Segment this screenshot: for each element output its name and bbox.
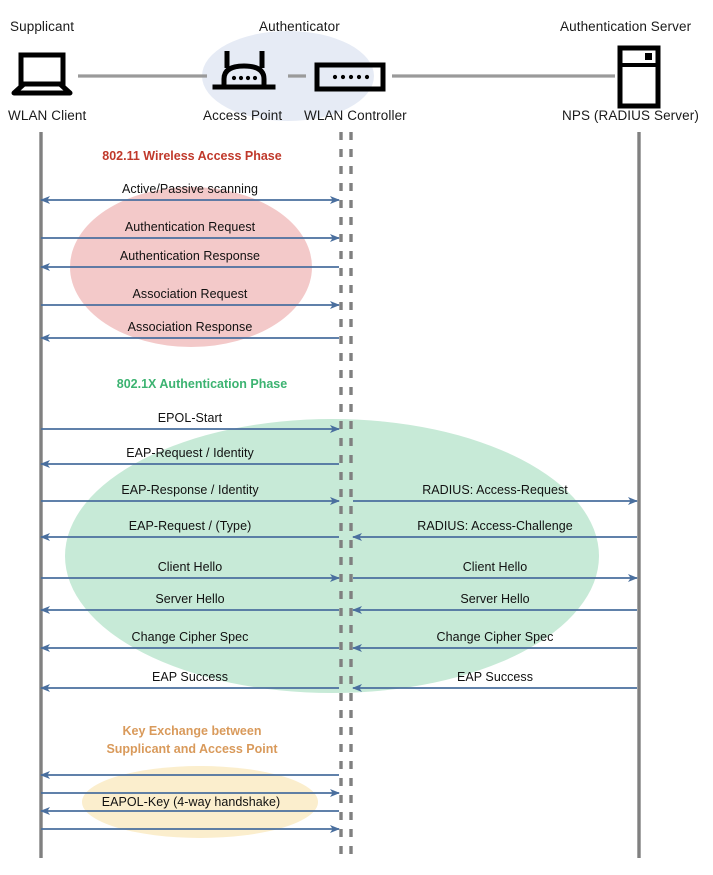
message-label: Change Cipher Spec bbox=[131, 630, 249, 644]
message-label: Change Cipher Spec bbox=[436, 630, 554, 644]
actor-role-authentication-server: Authentication Server bbox=[560, 19, 692, 34]
actor-device-wlan-client: WLAN Client bbox=[8, 108, 87, 123]
phase-label-key-exchange-line1: Key Exchange between bbox=[122, 724, 262, 738]
actor-device-access-point: Access Point bbox=[203, 108, 283, 123]
message-label: EPOL-Start bbox=[157, 411, 223, 425]
message-label: EAP-Response / Identity bbox=[121, 483, 259, 497]
actor-device-nps: NPS (RADIUS Server) bbox=[562, 108, 699, 123]
actor-role-authenticator: Authenticator bbox=[259, 19, 340, 34]
message-label: Server Hello bbox=[155, 592, 225, 606]
message-label: EAP Success bbox=[456, 670, 534, 684]
phase-label-wireless-access: 802.11 Wireless Access Phase bbox=[102, 149, 282, 163]
message-label: RADIUS: Access-Request bbox=[422, 483, 568, 497]
phase-label-key-exchange-line2: Supplicant and Access Point bbox=[106, 742, 278, 756]
wlan-controller-icon bbox=[314, 62, 386, 92]
message-label: Authentication Response bbox=[119, 249, 261, 263]
message-label: Association Request bbox=[132, 287, 248, 301]
message-label: EAP-Request / (Type) bbox=[128, 519, 252, 533]
message-label: Authentication Request bbox=[124, 220, 256, 234]
eapol-key-handshake-label: EAPOL-Key (4-way handshake) bbox=[101, 795, 281, 809]
message-label: EAP Success bbox=[151, 670, 229, 684]
actor-device-wlan-controller: WLAN Controller bbox=[304, 108, 407, 123]
message-label: Client Hello bbox=[462, 560, 528, 574]
phase-label-dot1x-authentication: 802.1X Authentication Phase bbox=[116, 377, 288, 391]
message-label: Active/Passive scanning bbox=[122, 182, 258, 196]
message-label: Association Response bbox=[127, 320, 253, 334]
message-arrow-layer bbox=[40, 196, 638, 833]
message-label: Server Hello bbox=[460, 592, 530, 606]
zone-key-exchange bbox=[82, 766, 318, 838]
server-icon bbox=[617, 45, 661, 109]
message-label: Client Hello bbox=[157, 560, 223, 574]
message-label: EAP-Request / Identity bbox=[126, 446, 254, 460]
zone-dot1x-authentication bbox=[65, 419, 599, 693]
actor-role-supplicant: Supplicant bbox=[10, 19, 75, 34]
message-label: RADIUS: Access-Challenge bbox=[417, 519, 573, 533]
laptop-icon bbox=[11, 52, 73, 96]
access-point-icon bbox=[212, 51, 276, 90]
